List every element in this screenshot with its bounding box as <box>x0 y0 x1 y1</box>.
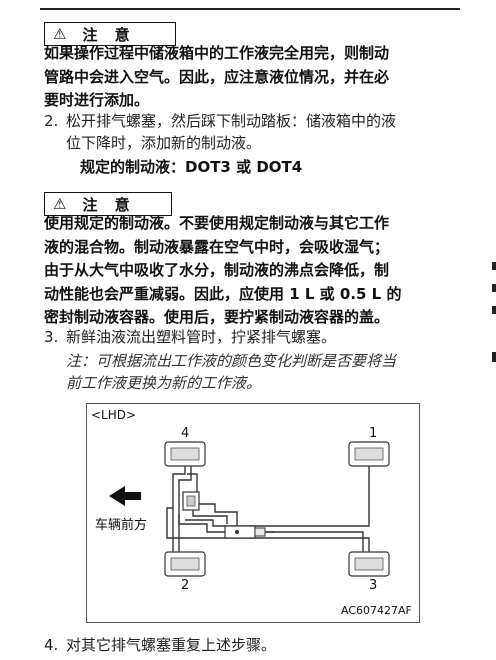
brake-lines <box>166 466 370 552</box>
master-cylinder-icon <box>224 525 275 539</box>
caution-title: 注 意 <box>82 195 136 214</box>
vehicle-front-label: 车辆前方 <box>95 518 148 533</box>
step-text: 松开排气螺塞，然后踩下制动踏板：储液箱中的液 <box>66 112 397 130</box>
wheel-2-icon <box>164 551 206 577</box>
edge-fragment <box>492 352 496 362</box>
caution-header-2: ⚠ 注 意 <box>44 192 172 216</box>
step-4: 4. 对其它排气螺塞重复上述步骤。 <box>44 634 474 656</box>
fluid-spec: 规定的制动液：DOT3 或 DOT4 <box>80 158 303 176</box>
caution-line: 密封制动液容器。使用后，要拧紧制动液容器的盖。 <box>44 308 390 326</box>
wheel-4-icon <box>164 441 206 467</box>
caution-line: 管路中会进入空气。因此，应注意液位情况，并在必 <box>44 67 390 86</box>
step-text: 新鲜油液流出塑料管时，拧紧排气螺塞。 <box>66 328 337 346</box>
warning-triangle-icon: ⚠ <box>53 25 67 43</box>
front-arrow-icon <box>109 486 141 506</box>
note-line: 注：可根据流出工作液的颜色变化判断是否要将当 <box>66 352 397 370</box>
edge-fragment <box>492 262 496 270</box>
caution-line: 液的混合物。制动液暴露在空气中时，会吸收湿气； <box>44 237 390 256</box>
wheel-1-icon <box>348 441 390 467</box>
warning-triangle-icon: ⚠ <box>53 195 67 213</box>
note: 注：可根据流出工作液的颜色变化判断是否要将当 前工作液更换为新的工作液。 <box>66 350 476 394</box>
edge-fragment <box>492 306 496 314</box>
caution-text-2: 使用规定的制动液。不要使用规定制动液与其它工作 液的混合物。制动液暴露在空气中时… <box>44 212 472 330</box>
step-2: 2. 松开排气螺塞，然后踩下制动踏板：储液箱中的液 位下降时，添加新的制动液。 <box>44 110 474 154</box>
caution-text-1: 如果操作过程中储液箱中的工作液完全用完，则制动 管路中会进入空气。因此，应注意液… <box>44 42 472 113</box>
step-text: 对其它排气螺塞重复上述步骤。 <box>66 636 277 654</box>
caution-header-1: ⚠ 注 意 <box>44 22 176 46</box>
wheel-2-label: 2 <box>181 578 190 593</box>
edge-fragment <box>492 284 496 292</box>
step-number: 3. <box>44 328 59 346</box>
caution-line: 动性能也会严重减弱。因此，应使用 1 L 或 0.5 L 的 <box>44 284 402 303</box>
step-3: 3. 新鲜油液流出塑料管时，拧紧排气螺塞。 <box>44 326 474 348</box>
abs-unit-icon <box>182 491 200 511</box>
caution-line: 由于从大气中吸收了水分，制动液的沸点会降低，制 <box>44 261 390 279</box>
wheel-1-label: 1 <box>369 426 378 441</box>
wheel-4-label: 4 <box>181 426 190 441</box>
bleeding-diagram: <LHD> 4 1 2 3 车辆前方 AC607427AF <box>86 403 420 623</box>
caution-line: 使用规定的制动液。不要使用规定制动液与其它工作 <box>44 214 390 232</box>
wheel-3-label: 3 <box>369 578 378 593</box>
wheel-3-icon <box>348 551 390 577</box>
top-rule <box>40 8 460 10</box>
brake-line-diagram <box>109 441 390 577</box>
note-line: 前工作液更换为新的工作液。 <box>66 374 262 392</box>
figure-code: AC607427AF <box>341 604 412 617</box>
caution-title: 注 意 <box>82 25 136 44</box>
step-number: 4. <box>44 636 59 654</box>
step-text: 位下降时，添加新的制动液。 <box>66 134 262 152</box>
step-number: 2. <box>44 112 59 130</box>
caution-line: 要时进行添加。 <box>44 91 150 109</box>
caution-line: 如果操作过程中储液箱中的工作液完全用完，则制动 <box>44 44 390 62</box>
figure-tag: <LHD> <box>91 408 137 422</box>
